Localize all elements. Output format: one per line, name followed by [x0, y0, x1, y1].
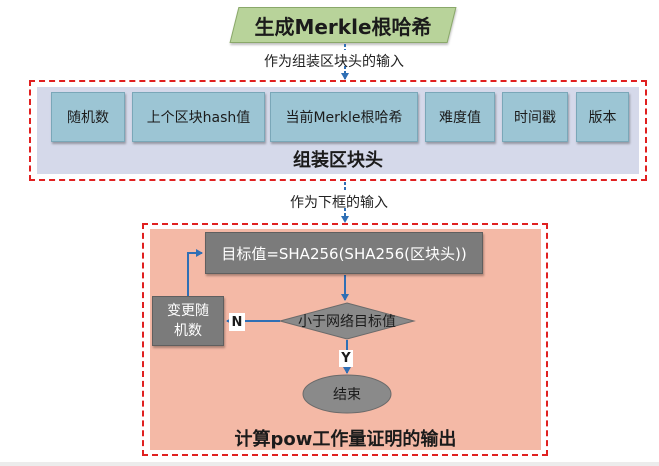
- field-timestamp: 时间戳: [502, 92, 568, 142]
- edge-label-assemble-input: 作为组装区块头的输入: [264, 54, 404, 70]
- decision-label: 小于网络目标值: [298, 314, 396, 330]
- assemble-header-title: 组装区块头: [293, 150, 383, 171]
- field-nonce: 随机数: [51, 92, 125, 142]
- target-step-box: 目标值=SHA256(SHA256(区块头)): [205, 232, 483, 274]
- field-merkle-root: 当前Merkle根哈希: [270, 92, 418, 142]
- end-ellipse: [302, 374, 392, 414]
- field-difficulty: 难度值: [425, 92, 495, 142]
- bottom-divider: [0, 462, 659, 466]
- pow-border: [142, 223, 548, 456]
- title-label: 生成Merkle根哈希: [254, 14, 432, 39]
- pow-title: 计算pow工作量证明的输出: [234, 429, 457, 450]
- arrow-change-to-target: [187, 249, 203, 296]
- decision-diamond: [278, 302, 416, 340]
- end-label: 结束: [333, 387, 361, 403]
- field-version: 版本: [576, 92, 629, 142]
- change-nonce-box: 变更随机数: [152, 296, 224, 346]
- yes-branch-label: Y: [339, 350, 353, 367]
- edge-label-next-input: 作为下框的输入: [290, 195, 388, 211]
- field-prev-hash: 上个区块hash值: [132, 92, 265, 142]
- assemble-header-border: [29, 80, 647, 181]
- no-branch-label: N: [229, 313, 245, 331]
